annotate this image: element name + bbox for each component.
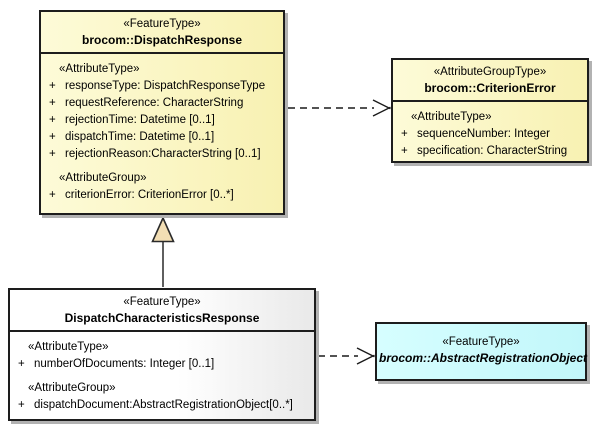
class-title: «AttributeGroupType» brocom::CriterionEr… [393,60,587,102]
attribute-row[interactable]: + sequenceNumber: Integer [396,125,584,142]
dependency-arrow-criterion-error[interactable] [288,99,391,117]
class-name: brocom::CriterionError [424,81,556,95]
attribute-compartment: «AttributeType» + numberOfDocuments: Int… [10,332,314,416]
class-box-dispatch-response[interactable]: «FeatureType» brocom::DispatchResponse «… [39,10,285,215]
attribute-row[interactable]: + rejectionReason:CharacterString [0..1] [44,145,280,162]
attribute-row[interactable]: + rejectionTime: Datetime [0..1] [44,111,280,128]
stereotype-label: «FeatureType» [123,296,201,308]
attribute-row[interactable]: + requestReference: CharacterString [44,94,280,111]
attribute-compartment: «AttributeType» + sequenceNumber: Intege… [393,102,587,162]
generalization-connector[interactable] [151,216,175,287]
class-name: brocom::AbstractRegistrationObject [379,351,588,365]
attribute-row[interactable]: + dispatchDocument:AbstractRegistrationO… [13,396,311,413]
visibility-plus-icon: + [49,79,56,92]
attribute-text: dispatchDocument:AbstractRegistrationObj… [34,398,293,411]
visibility-plus-icon: + [401,127,408,140]
attribute-text: rejectionTime: Datetime [0..1] [65,113,215,126]
visibility-plus-icon: + [49,96,56,109]
attribute-text: numberOfDocuments: Integer [0..1] [34,357,215,370]
visibility-plus-icon: + [18,357,25,370]
open-arrowhead-icon [372,99,391,117]
attribute-text: responseType: DispatchResponseType [65,79,266,92]
attribute-row[interactable]: + criterionError: CriterionError [0..*] [44,186,280,203]
attribute-row[interactable]: + dispatchTime: Datetime [0..1] [44,128,280,145]
attribute-section-header: «AttributeType» [28,340,109,353]
stereotype-label: «AttributeGroupType» [433,66,547,78]
attribute-row[interactable]: + numberOfDocuments: Integer [0..1] [13,355,311,372]
stereotype-label: «FeatureType» [123,18,201,30]
open-arrowhead-icon [356,347,375,365]
class-box-criterion-error[interactable]: «AttributeGroupType» brocom::CriterionEr… [391,58,589,163]
attribute-row[interactable]: + responseType: DispatchResponseType [44,77,280,94]
attribute-text: requestReference: CharacterString [65,96,244,109]
stereotype-label: «FeatureType» [442,336,520,348]
class-name: brocom::DispatchResponse [81,33,243,47]
visibility-plus-icon: + [18,398,25,411]
class-name: DispatchCharacteristicsResponse [64,311,260,325]
visibility-plus-icon: + [49,188,56,201]
attribute-section-header: «AttributeGroup» [28,381,116,394]
visibility-plus-icon: + [49,130,56,143]
attribute-text: specification: CharacterString [417,144,568,157]
generalization-triangle-icon [151,216,175,243]
class-box-dispatch-characteristics-response[interactable]: «FeatureType» DispatchCharacteristicsRes… [8,288,316,421]
visibility-plus-icon: + [49,147,56,160]
class-box-abstract-registration-object[interactable]: «FeatureType» brocom::AbstractRegistrati… [375,322,587,381]
attribute-text: sequenceNumber: Integer [417,127,550,140]
class-title: «FeatureType» DispatchCharacteristicsRes… [10,290,314,332]
class-title: «FeatureType» brocom::DispatchResponse [41,12,283,54]
attribute-text: rejectionReason:CharacterString [0..1] [65,147,261,160]
attribute-compartment: «AttributeType» + responseType: Dispatch… [41,54,283,206]
class-title: «FeatureType» brocom::AbstractRegistrati… [377,324,588,370]
attribute-section-header: «AttributeGroup» [59,171,147,184]
attribute-text: criterionError: CriterionError [0..*] [65,188,234,201]
attribute-text: dispatchTime: Datetime [0..1] [65,130,215,143]
visibility-plus-icon: + [401,144,408,157]
attribute-section-header: «AttributeType» [411,110,492,123]
dependency-arrow-dispatch-document[interactable] [318,347,375,365]
attribute-row[interactable]: + specification: CharacterString [396,142,584,159]
attribute-section-header: «AttributeType» [59,62,140,75]
visibility-plus-icon: + [49,113,56,126]
